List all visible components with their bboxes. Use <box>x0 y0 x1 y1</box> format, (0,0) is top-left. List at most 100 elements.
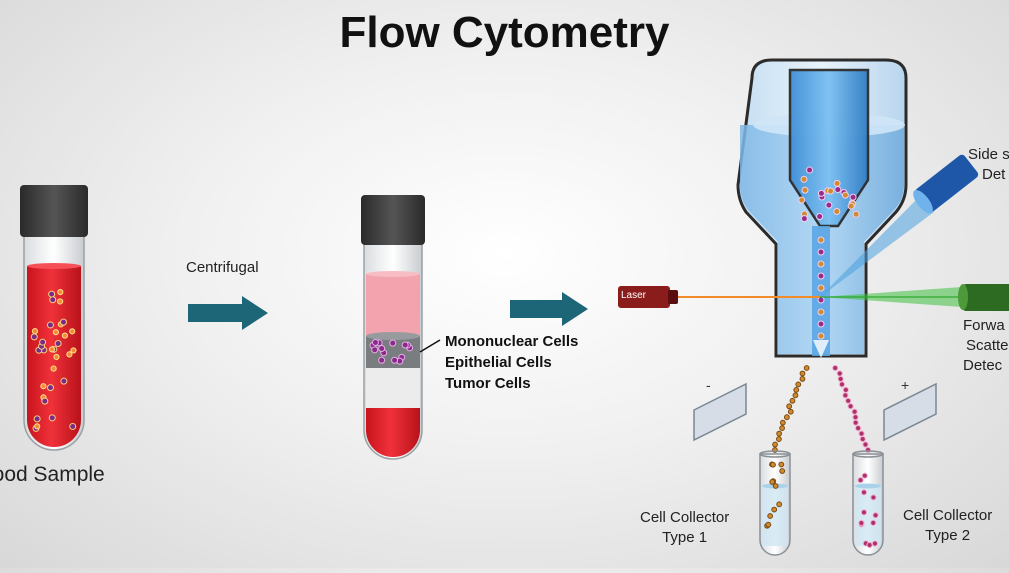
side-scatter <box>820 154 979 297</box>
blood-cell <box>69 422 77 430</box>
droplet <box>779 425 785 432</box>
blood-cell <box>53 353 60 361</box>
laser-label: Laser <box>621 290 647 301</box>
side-scatter-detector <box>913 154 979 214</box>
flow-particle <box>833 179 841 187</box>
separated-cell <box>391 356 399 364</box>
collector-1-label: Cell Collector Type 1 <box>640 508 729 548</box>
droplet <box>858 430 865 437</box>
droplet <box>775 436 782 442</box>
collected-cell <box>860 489 868 496</box>
collected-cell <box>765 521 772 528</box>
droplet <box>803 365 810 371</box>
droplet <box>845 397 852 404</box>
blood-cell <box>46 384 54 392</box>
forward-scatter-label-line3: Detec <box>963 357 1003 374</box>
separated-cell <box>378 356 386 364</box>
separated-cell <box>371 338 379 346</box>
droplet <box>864 446 872 454</box>
flow-particle <box>798 196 806 204</box>
cell-pointer-line <box>419 339 441 353</box>
blood-cell <box>57 288 64 296</box>
flow-particle <box>849 193 857 201</box>
centrifugal-arrow <box>188 296 268 330</box>
blood-cell <box>39 338 47 346</box>
cell-type-epithelial: Epithelial Cells <box>445 354 552 371</box>
centrifugal-label: Centrifugal <box>186 259 259 276</box>
stream-particle <box>817 308 825 316</box>
droplet <box>799 376 806 382</box>
collector-tube-1 <box>759 450 791 556</box>
blood-cell <box>69 328 76 335</box>
cell-type-mononuclear: Mononuclear Cells <box>445 333 579 350</box>
blood-cell <box>61 332 69 339</box>
collector-2-label-line2: Type 2 <box>925 527 971 544</box>
blood-cell <box>40 383 47 390</box>
blood-cell <box>34 423 41 430</box>
collected-cell <box>767 513 774 519</box>
laser-aperture <box>668 290 678 304</box>
blood-cell <box>50 365 57 372</box>
droplet <box>779 419 786 426</box>
droplet-stream-right <box>832 364 872 454</box>
flow-particle <box>806 166 814 174</box>
centrifuged-tube-cap <box>361 195 425 245</box>
blood-cell <box>30 333 38 341</box>
droplet <box>789 397 796 404</box>
blood-cell <box>66 351 73 358</box>
blood-cell <box>59 318 67 326</box>
separated-cell <box>378 345 386 353</box>
minus-sign: - <box>706 377 711 393</box>
collector-2-label-line1: Cell Collector <box>903 507 993 524</box>
collected-cell <box>779 468 786 474</box>
blood-cell <box>60 377 68 385</box>
laser-body <box>618 286 670 308</box>
collected-cell <box>771 506 778 513</box>
blood-cell <box>52 329 59 336</box>
sample-injector <box>788 68 870 228</box>
collected-cell <box>776 501 783 508</box>
forward-detector-lens <box>958 284 968 310</box>
blood-cell <box>49 296 57 304</box>
blood-cell <box>41 397 49 405</box>
droplet <box>772 441 778 448</box>
collector-1-label-line1: Cell Collector <box>640 509 730 526</box>
blood-cell <box>48 290 56 298</box>
droplet <box>787 408 794 415</box>
stream-particle <box>817 332 825 340</box>
forward-scatter-label-line2: Scatte <box>966 337 1009 354</box>
cell-type-tumor: Tumor Cells <box>445 375 531 392</box>
droplet <box>836 370 843 377</box>
blood-cell <box>57 298 64 305</box>
collector-2-label: Cell Collector Type 2 <box>903 506 992 546</box>
flow-particle <box>852 210 860 218</box>
collected-cell <box>860 509 868 516</box>
diagram-title: Flow Cytometry <box>339 8 670 57</box>
blood-sample-label: lood Sample <box>0 463 105 486</box>
collected-cell <box>857 477 864 484</box>
blood-surface <box>27 263 81 269</box>
side-scatter-label-line2: Det <box>982 166 1006 183</box>
stream-particle <box>817 284 825 292</box>
droplet <box>832 364 839 372</box>
blood-cell <box>54 339 62 347</box>
forward-scatter-label-line1: Forwa <box>963 317 1005 334</box>
collected-cell <box>772 483 779 489</box>
flow-particle <box>816 213 824 221</box>
blood-cell <box>70 347 77 354</box>
collected-cell <box>770 461 776 468</box>
droplet <box>842 386 849 393</box>
droplet <box>852 414 859 421</box>
plasma-surface <box>366 271 420 277</box>
collected-cell <box>769 479 776 485</box>
droplet <box>838 381 846 388</box>
collected-cell <box>870 494 877 501</box>
blood-tube-cap <box>20 185 88 237</box>
droplet <box>859 435 866 443</box>
droplet <box>786 403 793 410</box>
negative-deflection-plate <box>693 382 747 442</box>
droplet <box>852 419 859 426</box>
droplet <box>799 370 806 377</box>
separated-cell <box>401 341 409 349</box>
